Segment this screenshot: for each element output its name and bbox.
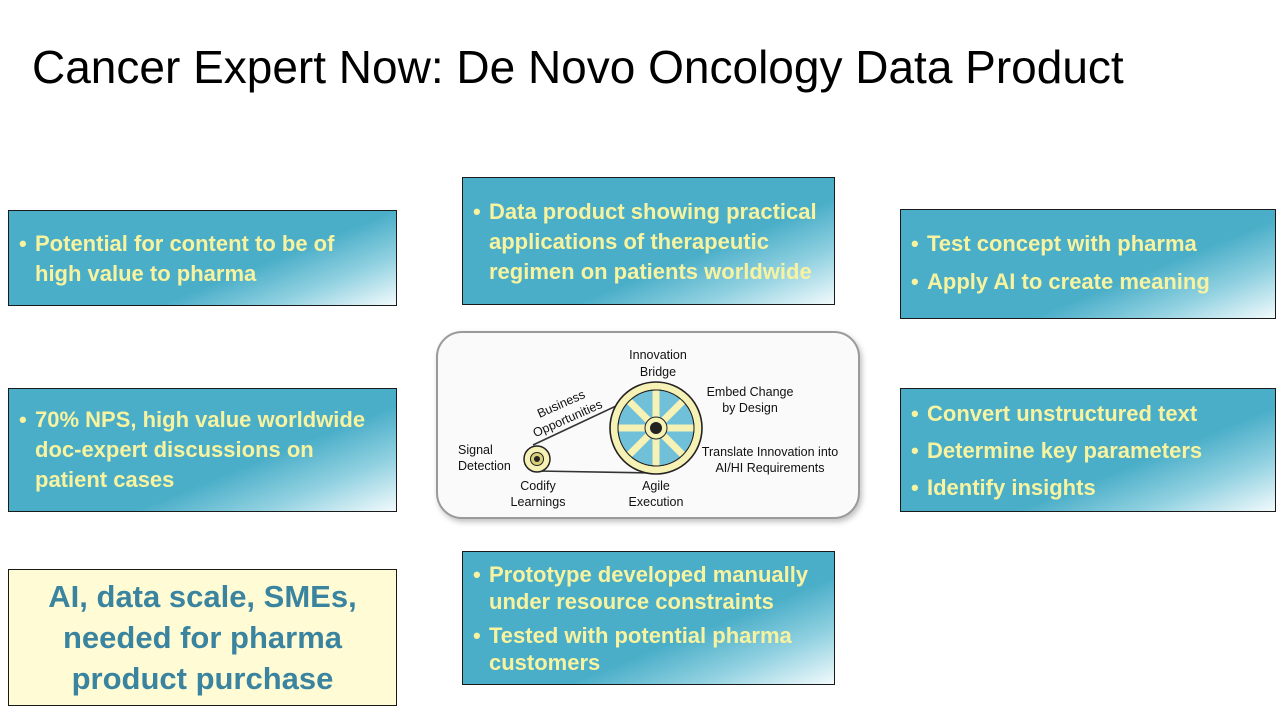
bullet-item: Identify insights: [911, 474, 1265, 502]
label-codify: Codify: [520, 479, 556, 493]
box-data-product: Data product showing practical applicati…: [462, 177, 835, 305]
label-agile: Agile: [642, 479, 670, 493]
innovation-wheel-icon: [609, 381, 703, 475]
box-content-value: Potential for content to be of high valu…: [8, 210, 397, 306]
box-prototype: Prototype developed manually under resou…: [462, 551, 835, 685]
label-bridge: Bridge: [640, 365, 676, 379]
bullet-item: Potential for content to be of high valu…: [19, 229, 386, 289]
box-convert-text: Convert unstructured text Determine key …: [900, 388, 1276, 512]
label-ai-hi-requirements: AI/HI Requirements: [715, 461, 824, 475]
bullet-item: Convert unstructured text: [911, 400, 1265, 428]
label-signal: Signal: [458, 443, 493, 457]
innovation-bridge-graphic: Innovation Bridge Business Opportunities…: [458, 348, 838, 509]
label-embed-change: Embed Change: [707, 385, 794, 399]
bullet-item: Test concept with pharma: [911, 230, 1265, 258]
label-detection: Detection: [458, 459, 511, 473]
label-execution: Execution: [629, 495, 684, 509]
label-by-design: by Design: [722, 401, 778, 415]
label-learnings: Learnings: [511, 495, 566, 509]
bullet-item: Data product showing practical applicati…: [473, 197, 824, 287]
box-test-concept: Test concept with pharma Apply AI to cre…: [900, 209, 1276, 319]
bullet-item: Prototype developed manually under resou…: [473, 561, 824, 615]
slide-title: Cancer Expert Now: De Novo Oncology Data…: [32, 41, 1124, 93]
innovation-bridge-diagram: Innovation Bridge Business Opportunities…: [436, 331, 860, 519]
bullet-item: Determine key parameters: [911, 437, 1265, 465]
bullet-item: 70% NPS, high value worldwide doc-expert…: [19, 405, 386, 495]
label-translate-innovation: Translate Innovation into: [702, 445, 838, 459]
belt-bottom-line: [536, 470, 653, 474]
box-nps: 70% NPS, high value worldwide doc-expert…: [8, 388, 397, 512]
callout-requirements: AI, data scale, SMEs, needed for pharma …: [8, 569, 397, 706]
label-innovation: Innovation: [629, 348, 687, 362]
bullet-item: Apply AI to create meaning: [911, 268, 1265, 296]
small-gear-icon: [523, 445, 551, 473]
callout-text: AI, data scale, SMEs, needed for pharma …: [48, 579, 357, 696]
bullet-item: Tested with potential pharma customers: [473, 622, 824, 676]
